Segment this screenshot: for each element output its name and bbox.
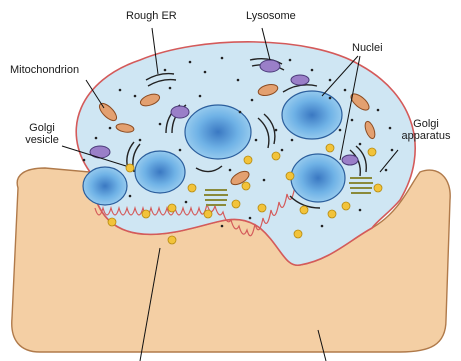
label-golgi-vesicle-line1: Golgi (12, 122, 72, 134)
lysosome (171, 106, 189, 118)
label-nuclei: Nuclei (352, 42, 383, 54)
nucleus (135, 151, 185, 193)
label-golgi-apparatus-line2: apparatus (392, 130, 460, 142)
label-golgi-vesicle-line2: vesicle (12, 134, 72, 146)
lysosome (291, 75, 309, 85)
lysosome (342, 155, 358, 165)
nucleus (185, 105, 251, 159)
label-golgi-apparatus: Golgi apparatus (392, 118, 460, 142)
label-rough-er: Rough ER (126, 10, 177, 22)
label-lysosome: Lysosome (246, 10, 296, 22)
nucleus (291, 154, 345, 202)
label-mitochondrion: Mitochondrion (10, 64, 79, 76)
lysosome (260, 60, 280, 72)
label-golgi-apparatus-line1: Golgi (392, 118, 460, 130)
label-golgi-vesicle: Golgi vesicle (12, 122, 72, 146)
nucleus (282, 91, 342, 139)
nucleus (83, 167, 127, 205)
